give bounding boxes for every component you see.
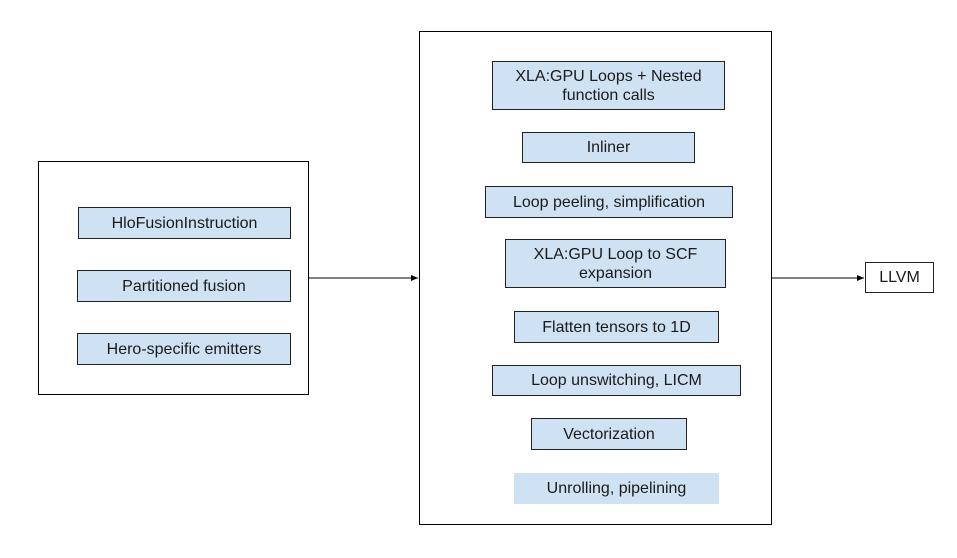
node-partitioned-fusion: Partitioned fusion xyxy=(77,270,291,302)
pass-loop-unswitching: Loop unswitching, LICM xyxy=(492,365,741,396)
pass-flatten-tensors: Flatten tensors to 1D xyxy=(514,311,719,343)
pass-loops-nested-calls: XLA:GPU Loops + Nested function calls xyxy=(492,61,725,110)
node-hero-specific-emitters: Hero-specific emitters xyxy=(77,333,291,365)
pass-inliner: Inliner xyxy=(522,132,695,163)
pass-loop-to-scf: XLA:GPU Loop to SCF expansion xyxy=(505,239,726,288)
node-llvm: LLVM xyxy=(865,262,934,293)
pass-vectorization: Vectorization xyxy=(531,418,687,450)
pass-loop-peeling: Loop peeling, simplification xyxy=(485,186,733,218)
node-hlo-fusion-instruction: HloFusionInstruction xyxy=(78,207,291,239)
pass-unrolling-pipelining: Unrolling, pipelining xyxy=(514,473,719,504)
